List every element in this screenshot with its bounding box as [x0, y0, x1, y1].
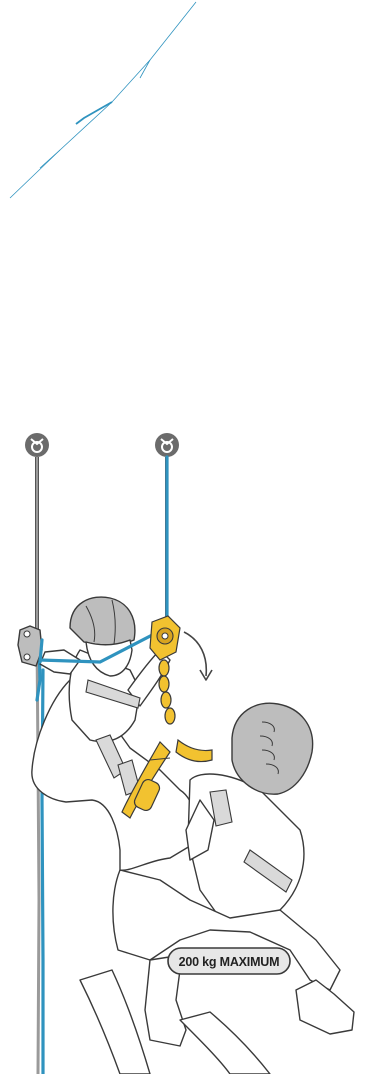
left-rope-grey	[36, 457, 39, 640]
stray-strokes	[10, 2, 196, 198]
right-rope-blue	[166, 457, 167, 628]
load-limit-text: 200 kg MAXIMUM	[179, 955, 280, 969]
left-anchor-icon	[25, 433, 49, 457]
load-limit-badge: 200 kg MAXIMUM	[168, 948, 290, 974]
left-descending-ropes	[37, 640, 43, 1074]
right-anchor-icon	[155, 433, 179, 457]
curved-arrow-icon	[184, 632, 212, 680]
